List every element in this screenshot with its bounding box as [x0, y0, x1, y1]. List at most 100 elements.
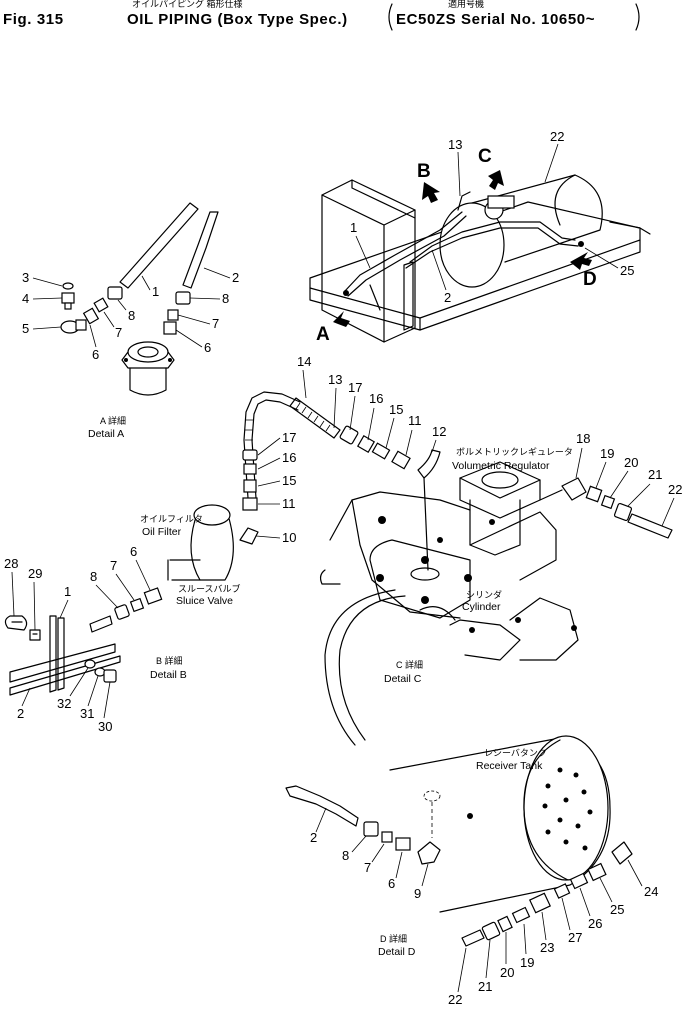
- part-no: 14: [297, 354, 311, 369]
- fitting-11b: [242, 497, 258, 511]
- bracket-1: [49, 615, 57, 693]
- elbow-24: [611, 841, 633, 865]
- detail-a-label: Detail A: [88, 428, 124, 440]
- part-no: 29: [28, 566, 42, 581]
- part-no: 26: [588, 916, 602, 931]
- detail-b-label: Detail B: [150, 669, 187, 681]
- frame-bar-1: [9, 643, 116, 683]
- elbow-18: [561, 477, 587, 501]
- part-no: 2: [232, 270, 239, 285]
- pipe-22d: [461, 929, 485, 947]
- overview-pipe-2b: [405, 227, 579, 269]
- fitting-20: [600, 494, 616, 510]
- filter-body: [129, 367, 167, 396]
- callout-c: C: [478, 146, 492, 167]
- nut-17: [339, 425, 359, 445]
- overview-machine: A B C D 1 2 13 22 25: [309, 129, 651, 345]
- pipe-22: [627, 513, 673, 539]
- fitting-16: [356, 434, 376, 454]
- clamp-28: [4, 615, 28, 631]
- filter-base: [167, 559, 201, 581]
- part-no: 21: [478, 979, 492, 994]
- fitting-20d: [497, 915, 513, 933]
- part-no: 3: [22, 270, 29, 285]
- hose-2: [182, 211, 219, 289]
- flywheel-arc: [338, 595, 406, 741]
- cylinder-right-cover: [509, 597, 579, 661]
- nut-8: [107, 286, 123, 300]
- sluice-valve-label: Sluice Valve: [176, 595, 233, 607]
- washer-32: [84, 659, 96, 669]
- fitting-25: [587, 862, 607, 882]
- part-no: 2: [17, 706, 24, 721]
- title-block: オイルパイピング 箱形仕様 適用号機 Fig. 315 OIL PIPING (…: [3, 0, 640, 31]
- part-no: 5: [22, 321, 29, 336]
- part-no: 8: [222, 291, 229, 306]
- fitting-7: [93, 297, 109, 313]
- part-no: 8: [128, 308, 135, 323]
- fitting-16b: [243, 463, 257, 475]
- frame-lip: [609, 221, 651, 235]
- regulator-label: Volumetric Regulator: [452, 460, 550, 472]
- title-serial-jp: 適用号機: [448, 0, 484, 9]
- fitting-19d: [511, 906, 531, 924]
- detail-c-label: Detail C: [384, 673, 422, 685]
- part-no: 23: [540, 940, 554, 955]
- detail-d-label: Detail D: [378, 946, 416, 958]
- figure-title: OIL PIPING (Box Type Spec.): [127, 11, 348, 28]
- fitting-7c: [129, 597, 145, 613]
- callout-b: B: [417, 161, 431, 182]
- part-no: 13: [328, 372, 342, 387]
- fitting-23: [528, 892, 552, 914]
- sluice-valve-jp: スルースバルブ: [178, 583, 241, 594]
- adapter-6c: [143, 587, 163, 605]
- detail-c-jp: C 詳細: [396, 659, 423, 670]
- cylinder-block-right: [469, 511, 557, 581]
- title-jp: オイルパイピング 箱形仕様: [132, 0, 243, 9]
- fitting-26: [569, 872, 589, 890]
- elbow-9: [417, 841, 441, 865]
- part-no: 6: [92, 347, 99, 362]
- overview-pipe-2: [409, 221, 576, 263]
- cylinder-lower: [449, 619, 521, 661]
- detail-c: 14 13 17 16 15 11 12 17 16 15 11 10 18 1…: [140, 354, 682, 746]
- elbow-12: [417, 449, 441, 479]
- oil-filter-jp: オイルフィルタ: [140, 514, 203, 524]
- nut-8b: [175, 291, 191, 305]
- overview-fitting-d: [578, 241, 584, 247]
- part-no: 28: [4, 556, 18, 571]
- nut-17b: [242, 449, 258, 461]
- box-bracket: [403, 261, 414, 331]
- part-no: 4: [22, 291, 29, 306]
- fitting-19: [585, 485, 603, 503]
- detail-b: 28 29 1 8 7 6 2 32 31 30 B 詳細 Detail B: [4, 544, 187, 734]
- cylinder-block-front: [351, 499, 461, 619]
- box-tank: [321, 179, 416, 343]
- part-no: 2: [310, 830, 317, 845]
- pipe-13: [289, 397, 341, 439]
- cylinder-head: [369, 539, 471, 619]
- callout-a: A: [316, 324, 330, 345]
- fitting-11: [391, 450, 411, 470]
- part-no: 20: [500, 965, 514, 980]
- arrow-c-icon: [488, 170, 504, 190]
- frame-bar-2: [9, 655, 121, 696]
- nut-21: [613, 502, 633, 522]
- serial-close-paren: [635, 3, 640, 31]
- part-no: 9: [414, 886, 421, 901]
- part-no: 6: [204, 340, 211, 355]
- adapter-6b: [163, 321, 177, 335]
- regulator-body: [469, 499, 521, 556]
- part-no: 15: [389, 402, 403, 417]
- callout-d: D: [583, 269, 597, 290]
- arrow-a-icon: [333, 311, 350, 327]
- part-no: 16: [369, 391, 383, 406]
- fitting-7b: [167, 309, 179, 321]
- part-no: 6: [388, 876, 395, 891]
- receiver-tank-jp: レシーバタンク: [484, 748, 547, 758]
- part-no: 10: [282, 530, 296, 545]
- part-no: 17: [282, 430, 296, 445]
- nut-8d: [363, 821, 379, 837]
- regulator-jp: ボルメトリックレギュレータ: [456, 447, 573, 457]
- detail-a-jp: A 詳細: [100, 415, 126, 426]
